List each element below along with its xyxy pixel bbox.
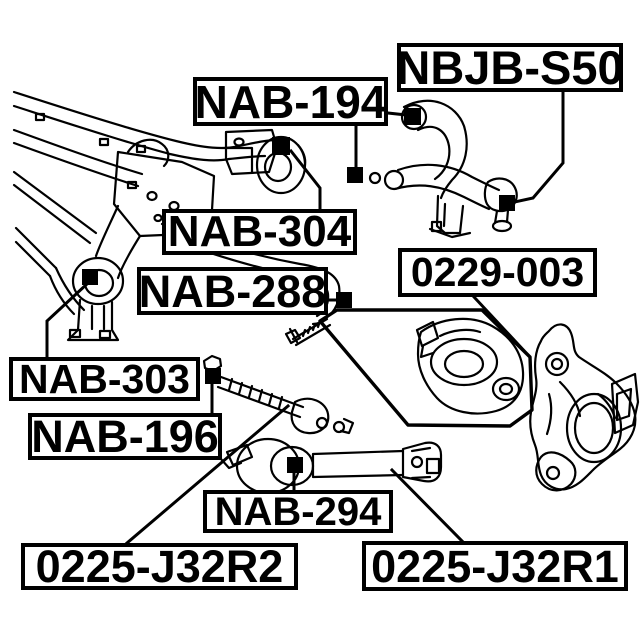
leader-nbjb-s50 bbox=[508, 90, 565, 205]
upper-lateral-rod-drawing bbox=[202, 354, 355, 435]
arm-outline-octagon bbox=[318, 308, 534, 428]
part-label-0225-j32r1: 0225-J32R1 bbox=[362, 541, 628, 591]
callout-marker-nab-288 bbox=[336, 292, 352, 308]
part-label-0225-j32r2: 0225-J32R2 bbox=[21, 543, 298, 590]
upper-control-arm-drawing bbox=[368, 99, 518, 239]
part-label-nab-194: NAB-194 bbox=[193, 75, 388, 128]
leader-0225-j32r1 bbox=[389, 467, 465, 544]
part-label-nab-288: NAB-288 bbox=[137, 265, 328, 317]
part-label-nab-294: NAB-294 bbox=[203, 490, 393, 533]
leader-lines bbox=[45, 90, 565, 546]
part-label-nab-304: NAB-304 bbox=[162, 209, 357, 255]
leader-0229-003 bbox=[471, 294, 532, 359]
callout-marker-nab-304 bbox=[272, 137, 290, 155]
part-label-nab-303: NAB-303 bbox=[9, 357, 200, 401]
leader-nab-303 bbox=[45, 280, 91, 359]
callout-marker-nab-194-rear bbox=[404, 108, 421, 125]
callout-marker-nbjb-s50 bbox=[499, 195, 515, 211]
bolt-drawing bbox=[284, 317, 332, 347]
rear-lower-arm-drawing bbox=[415, 317, 525, 415]
callout-marker-nab-194-front bbox=[347, 167, 363, 183]
part-label-nab-196: NAB-196 bbox=[28, 413, 222, 460]
callout-marker-nab-303 bbox=[82, 269, 98, 285]
part-label-0229-003: 0229-003 bbox=[398, 248, 597, 297]
callout-marker-nab-294 bbox=[287, 457, 303, 473]
leader-nab-194-right bbox=[386, 111, 408, 117]
leader-nab-304 bbox=[288, 148, 322, 211]
leader-0225-j32r2 bbox=[124, 403, 291, 546]
steering-knuckle-drawing bbox=[529, 323, 640, 492]
callout-marker-nab-196 bbox=[205, 368, 221, 384]
part-label-nbjb-s50: NBJB-S50 bbox=[396, 41, 624, 94]
callout-markers bbox=[82, 108, 515, 473]
